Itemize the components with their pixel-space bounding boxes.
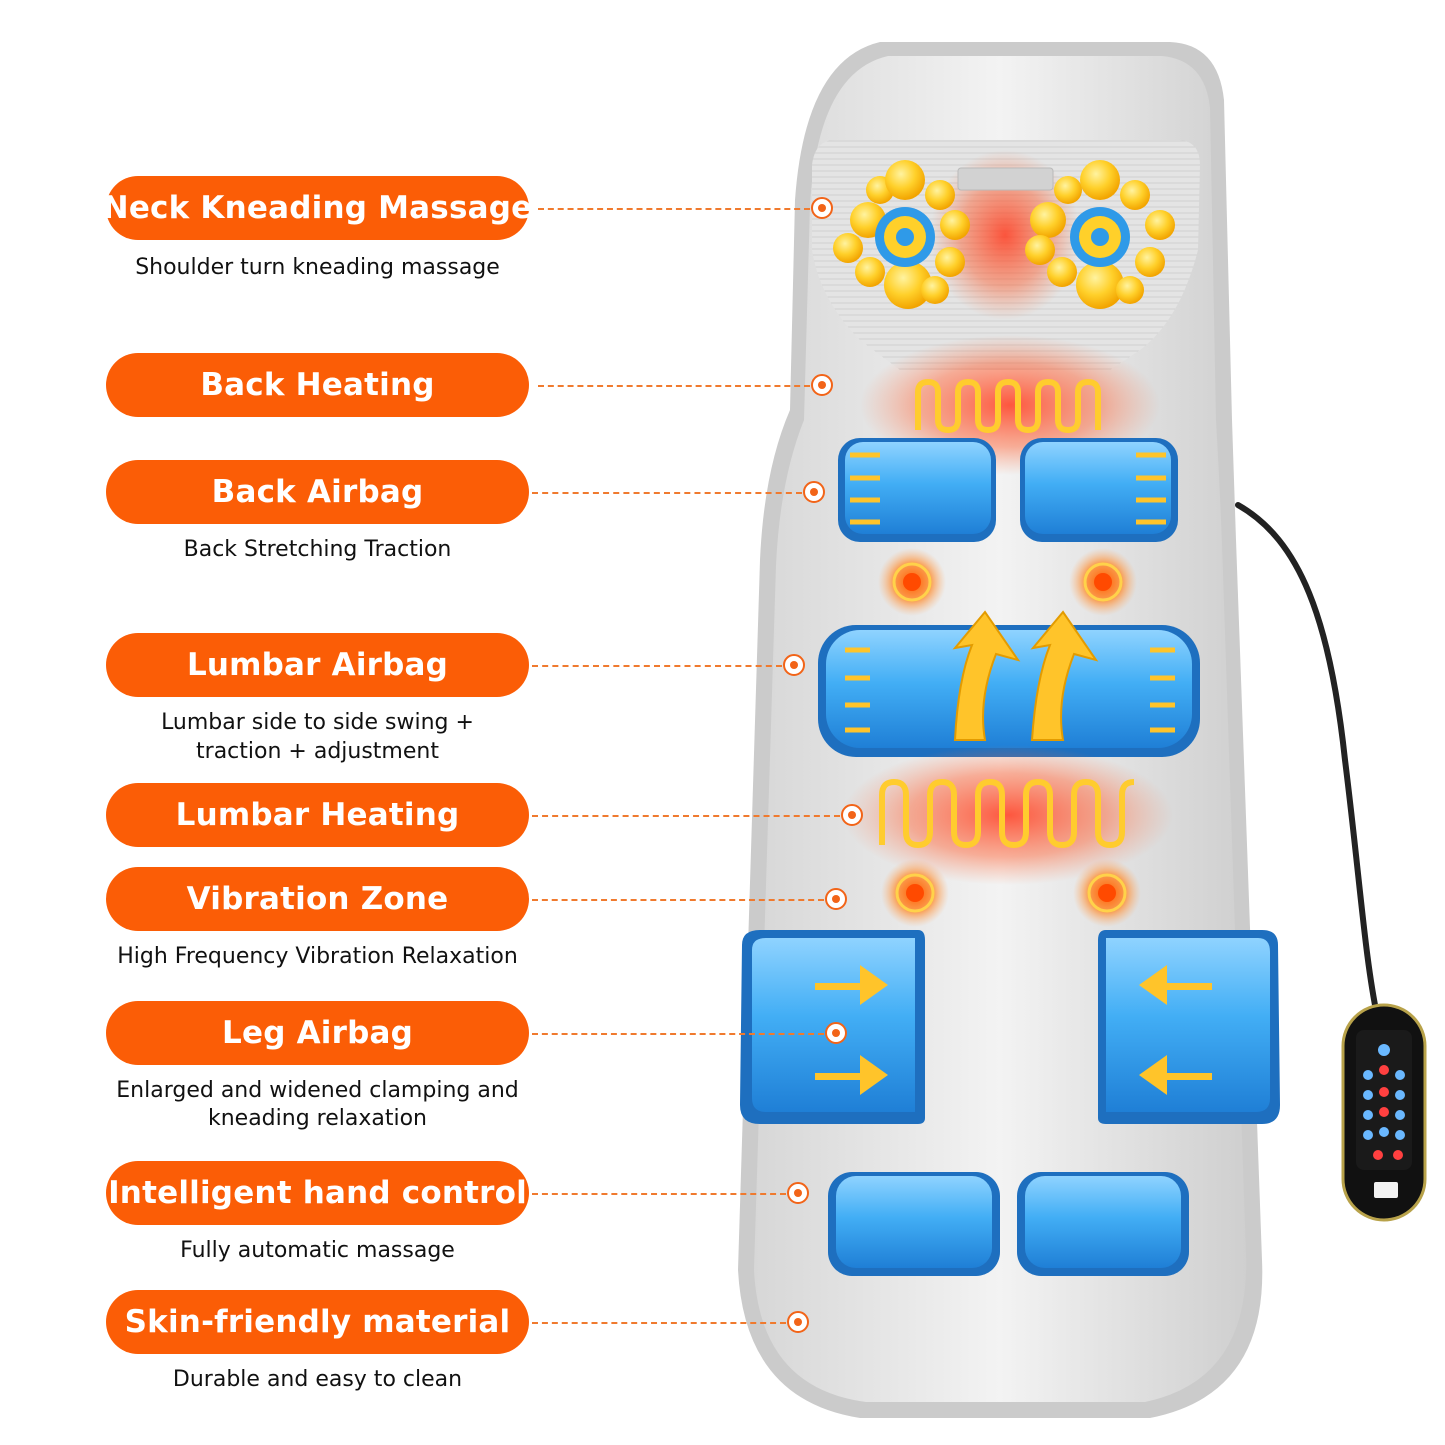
feature-label-back-airbag: Back Airbag	[106, 460, 529, 524]
connector-line-neck	[538, 208, 810, 210]
target-icon	[811, 374, 833, 396]
back-airbag-right	[1020, 438, 1178, 542]
feature-label-leg-airbag: Leg Airbag	[106, 1001, 529, 1065]
connector-line-leg-airbag	[532, 1033, 824, 1035]
connector-line-back-heating	[538, 385, 810, 387]
feature-label-neck-kneading: Neck Kneading Massage	[103, 176, 532, 240]
target-icon	[787, 1311, 809, 1333]
feature-label-vibration-zone: Vibration Zone	[106, 867, 529, 931]
connector-line-lumbar-airbag	[532, 665, 782, 667]
seat-airbag-left	[828, 1172, 1000, 1276]
lumbar-heating-coil	[879, 779, 1135, 848]
connector-line-lumbar-heating	[532, 815, 840, 817]
connector-line-material	[532, 1322, 786, 1324]
vibration-node-upper-right	[1069, 548, 1137, 616]
vibration-node-lower-left	[881, 859, 949, 927]
target-icon	[811, 197, 833, 219]
back-heating-coil	[915, 379, 1101, 433]
feature-subtitle-lumbar-airbag-line2: traction + adjustment	[196, 739, 439, 764]
connector-line-back-airbag	[532, 492, 802, 494]
feature-subtitle-neck-kneading: Shoulder turn kneading massage	[135, 255, 500, 280]
feature-subtitle-leg-airbag-line2: kneading relaxation	[207, 1106, 427, 1131]
vibration-node-upper-left	[878, 548, 946, 616]
hand-controller	[1341, 1003, 1427, 1222]
lumbar-arrow-right	[1030, 610, 1099, 741]
feature-label-material: Skin-friendly material	[106, 1290, 529, 1354]
target-icon	[803, 481, 825, 503]
connector-line-vibration	[532, 899, 824, 901]
target-icon	[841, 804, 863, 826]
target-icon	[787, 1182, 809, 1204]
leg-airbag-right	[1098, 930, 1280, 1124]
feature-subtitle-back-airbag: Back Stretching Traction	[183, 537, 452, 562]
feature-subtitle-leg-airbag-line1: Enlarged and widened clamping and	[116, 1078, 519, 1103]
connector-line-hand-control	[532, 1193, 786, 1195]
feature-label-back-heating: Back Heating	[106, 353, 529, 417]
seat-airbag-right	[1017, 1172, 1189, 1276]
vibration-node-lower-right	[1073, 859, 1141, 927]
target-icon	[783, 654, 805, 676]
target-icon	[825, 1022, 847, 1044]
controller-cable	[1235, 502, 1381, 1023]
feature-label-hand-control: Intelligent hand control	[106, 1161, 529, 1225]
lumbar-arrow-left	[952, 610, 1021, 741]
target-icon	[825, 888, 847, 910]
kneading-node-left	[833, 160, 970, 309]
back-airbag-left	[838, 438, 996, 542]
kneading-node-right	[1025, 160, 1175, 309]
feature-subtitle-hand-control: Fully automatic massage	[180, 1238, 455, 1263]
feature-subtitle-lumbar-airbag-line1: Lumbar side to side swing +	[161, 710, 474, 735]
feature-label-lumbar-airbag: Lumbar Airbag	[106, 633, 529, 697]
feature-label-lumbar-heating: Lumbar Heating	[106, 783, 529, 847]
lumbar-airbag	[818, 610, 1200, 757]
feature-subtitle-material: Durable and easy to clean	[172, 1367, 463, 1392]
feature-subtitle-vibration-zone: High Frequency Vibration Relaxation	[117, 944, 518, 969]
